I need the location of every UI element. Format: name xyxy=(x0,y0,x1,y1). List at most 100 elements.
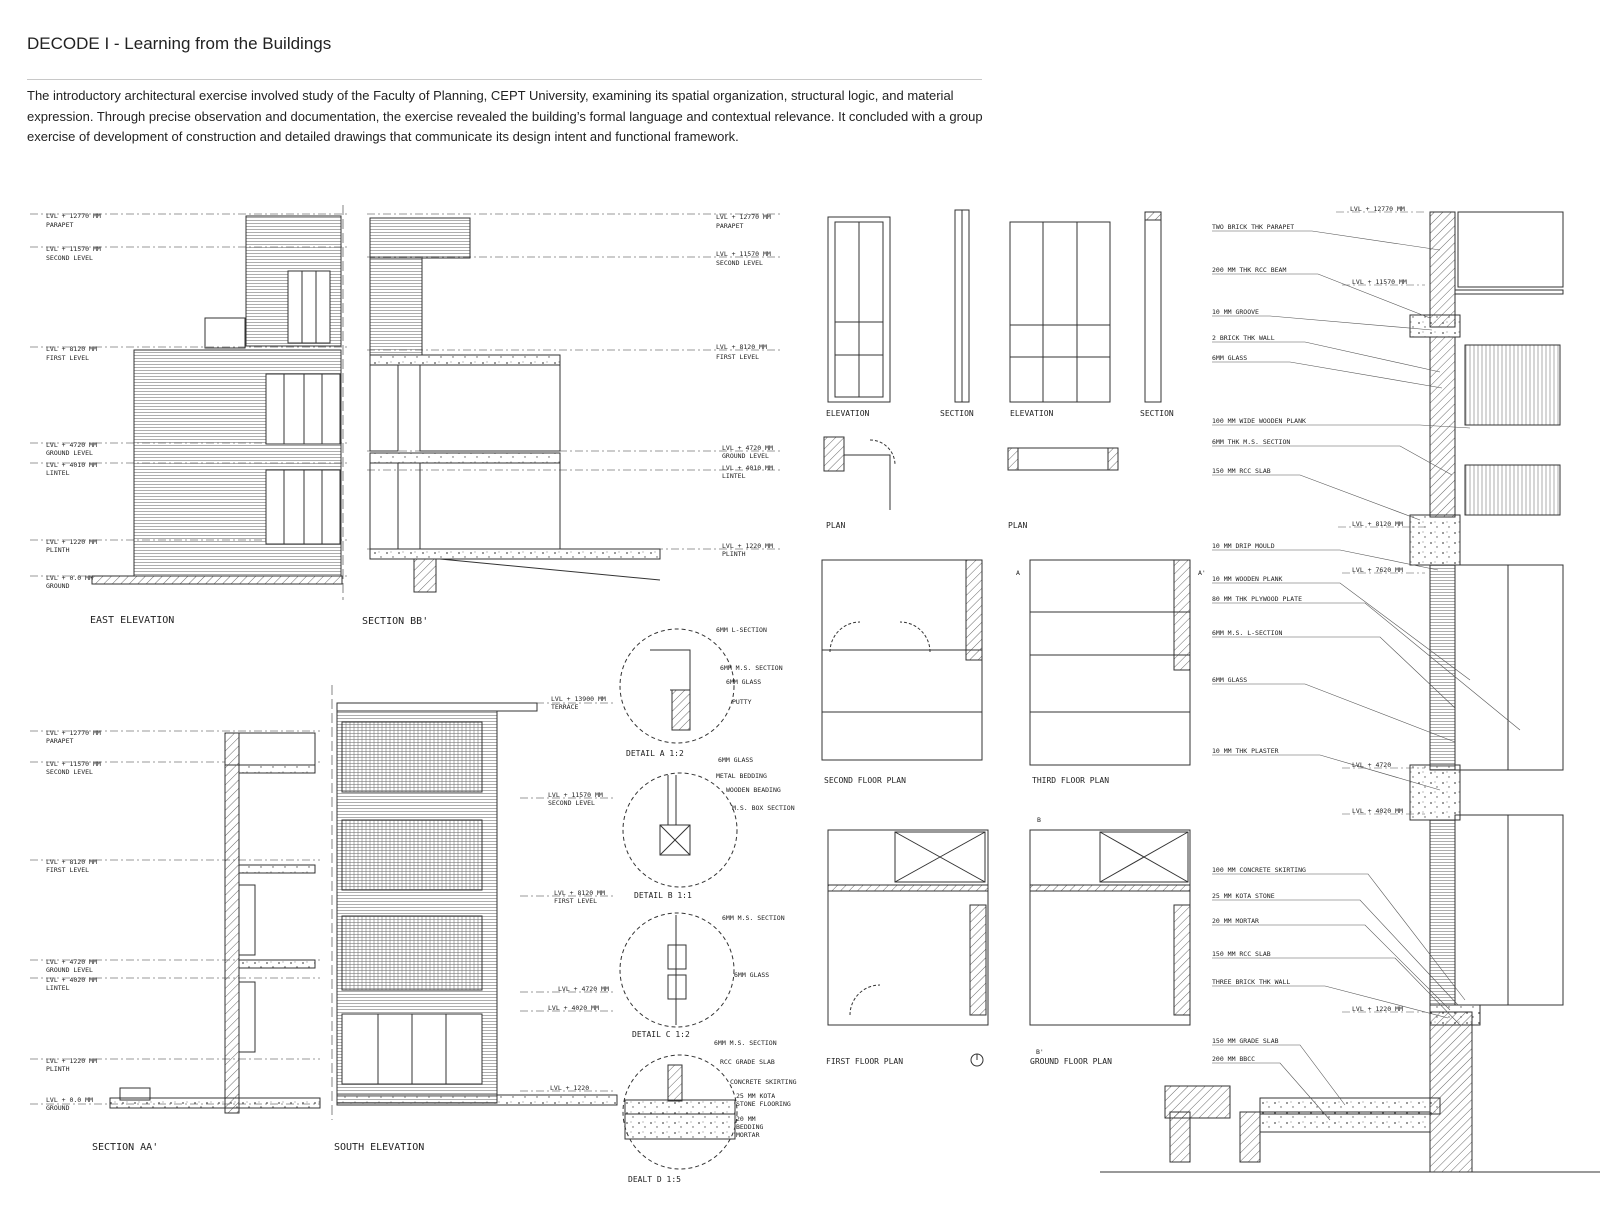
detail-a-title: DETAIL A 1:2 xyxy=(626,749,684,758)
level-label: LVL + 11570 MM xyxy=(46,245,101,253)
window-plan-label: PLAN xyxy=(1008,521,1027,530)
level-label: LVL + 4720 MM xyxy=(46,958,97,966)
level-label: GROUND LEVEL xyxy=(46,449,93,457)
south-elevation-title: SOUTH ELEVATION xyxy=(334,1142,424,1153)
level-label: FIRST LEVEL xyxy=(554,897,597,905)
level-label: GROUND xyxy=(46,582,70,590)
second-floor-plan-title: SECOND FLOOR PLAN xyxy=(824,776,906,785)
intro-paragraph: The introductory architectural exercise … xyxy=(27,88,983,144)
section-bb-drawing xyxy=(367,213,780,593)
detail-note: 6MM GLASS xyxy=(718,756,753,764)
wall-note: 6MM M.S. L-SECTION xyxy=(1212,629,1283,637)
level-label: LVL + 8120 MM xyxy=(46,345,97,353)
level-label: GROUND LEVEL xyxy=(722,452,769,460)
level-label: PLINTH xyxy=(46,1065,70,1073)
wall-note: 150 MM GRADE SLAB xyxy=(1212,1037,1279,1045)
level-label: LVL + 4020 MM xyxy=(1352,807,1403,815)
detail-d-title: DEALT D 1:5 xyxy=(628,1175,681,1184)
level-label: SECOND LEVEL xyxy=(548,799,595,807)
detail-note: PUTTY xyxy=(732,698,752,706)
wall-note: 100 MM WIDE WOODEN PLANK xyxy=(1212,417,1306,425)
level-label: FIRST LEVEL xyxy=(716,353,759,361)
wall-section-drawing xyxy=(1100,211,1600,1173)
section-aa-levels: LVL + 12770 MM PARAPET LVL + 11570 MM SE… xyxy=(46,729,101,1112)
wall-section-levels: LVL + 12770 MM LVL + 11570 MM LVL + 8120… xyxy=(1350,205,1407,1013)
wall-note: 10 MM WOODEN PLANK xyxy=(1212,575,1283,583)
level-label: SECOND LEVEL xyxy=(46,768,93,776)
level-label: LVL + 11570 MM xyxy=(46,760,101,768)
detail-note: 6MM GLASS xyxy=(734,971,769,979)
detail-note: M.S. BOX SECTION xyxy=(732,804,795,812)
wall-note: TWO BRICK THK PARAPET xyxy=(1212,223,1294,231)
level-label: LINTEL xyxy=(46,984,70,992)
level-label: LVL + 11570 MM xyxy=(1352,278,1407,286)
level-label: LVL + 1220 MM xyxy=(46,1057,97,1065)
east-elevation-levels: LVL + 12770 MM PARAPET LVL + 11570 MM SE… xyxy=(46,212,101,590)
wall-note: 150 MM RCC SLAB xyxy=(1212,467,1271,475)
south-elevation-drawing xyxy=(336,702,618,1106)
level-label: SECOND LEVEL xyxy=(46,254,93,262)
level-label: LVL + 1220 MM xyxy=(1352,1005,1403,1013)
wall-note: 10 MM THK PLASTER xyxy=(1212,747,1279,755)
detail-note: 6MM GLASS xyxy=(726,678,761,686)
section-marker: B xyxy=(1037,816,1041,824)
section-bb-levels: LVL + 12770 MM PARAPET LVL + 11570 MM SE… xyxy=(716,213,773,558)
level-label: LVL + 12770 MM xyxy=(1350,205,1405,213)
level-label: LVL + 4020 MM xyxy=(548,1004,599,1012)
wall-note: 10 MM DRIP MOULD xyxy=(1212,542,1275,550)
level-label: PLINTH xyxy=(46,546,70,554)
window-details-drawing xyxy=(823,209,1162,510)
third-floor-plan-title: THIRD FLOOR PLAN xyxy=(1032,776,1109,785)
window-section-label: SECTION xyxy=(940,409,974,418)
ground-floor-plan-title: GROUND FLOOR PLAN xyxy=(1030,1057,1112,1066)
level-label: LVL + 8120 MM xyxy=(554,889,605,897)
detail-circles-drawing xyxy=(619,628,738,1170)
level-label: LVL + 4720 MM xyxy=(46,441,97,449)
wall-note: 2 BRICK THK WALL xyxy=(1212,334,1275,342)
level-label: GROUND LEVEL xyxy=(46,966,93,974)
detail-note: RCC GRADE SLAB xyxy=(720,1058,775,1066)
wall-note: 6MM GLASS xyxy=(1212,354,1247,362)
detail-note: BEDDING xyxy=(736,1123,763,1131)
section-marker: A' xyxy=(1198,569,1206,577)
section-marker: A xyxy=(1016,569,1020,577)
wall-note: 150 MM RCC SLAB xyxy=(1212,950,1271,958)
level-label: LVL + 4720 MM xyxy=(558,985,609,993)
window-plan-label: PLAN xyxy=(826,521,845,530)
level-label: LVL + 11570 MM xyxy=(548,791,603,799)
detail-note: METAL BEDDING xyxy=(716,772,767,780)
detail-note: 20 MM xyxy=(736,1115,756,1123)
level-label: PARAPET xyxy=(46,737,73,745)
level-label: LVL + 4010 MM xyxy=(722,464,773,472)
detail-note: WOODEN BEADING xyxy=(726,786,781,794)
wall-section-level-lines xyxy=(1336,211,1425,1013)
wall-section-leaders xyxy=(1212,230,1521,1121)
detail-c-notes: 6MM M.S. SECTION 6MM GLASS DETAIL C 1:2 xyxy=(632,914,785,1039)
level-label: LVL + 4720 MM xyxy=(722,444,773,452)
detail-b-title: DETAIL B 1:1 xyxy=(634,891,692,900)
level-label: LVL + 8120 MM xyxy=(716,343,767,351)
detail-note: 6MM L-SECTION xyxy=(716,626,767,634)
level-label: LVL + 12770 MM xyxy=(716,213,771,221)
wall-note: 6MM THK M.S. SECTION xyxy=(1212,438,1290,446)
east-elevation-drawing xyxy=(30,205,350,600)
wall-note: 200 MM THK RCC BEAM xyxy=(1212,266,1286,274)
level-label: LINTEL xyxy=(46,469,70,477)
level-label: PARAPET xyxy=(46,221,73,229)
wall-note: 200 MM BBCC xyxy=(1212,1055,1255,1063)
wall-note: THREE BRICK THK WALL xyxy=(1212,978,1290,986)
section-aa-drawing xyxy=(30,685,333,1120)
level-label: LVL + 1220 MM xyxy=(46,538,97,546)
wall-note: 10 MM GROOVE xyxy=(1212,308,1259,316)
level-label: LVL + 1220 xyxy=(550,1084,589,1092)
level-label: FIRST LEVEL xyxy=(46,866,89,874)
level-label: SECOND LEVEL xyxy=(716,259,763,267)
level-label: TERRACE xyxy=(551,703,578,711)
wall-note: 6MM GLASS xyxy=(1212,676,1247,684)
level-label: LVL + 4020 MM xyxy=(46,976,97,984)
level-label: LVL + 11570 MM xyxy=(716,250,771,258)
level-label: GROUND xyxy=(46,1104,70,1112)
detail-note: 25 MM KOTA xyxy=(736,1092,775,1100)
detail-note: MORTAR xyxy=(736,1131,760,1139)
